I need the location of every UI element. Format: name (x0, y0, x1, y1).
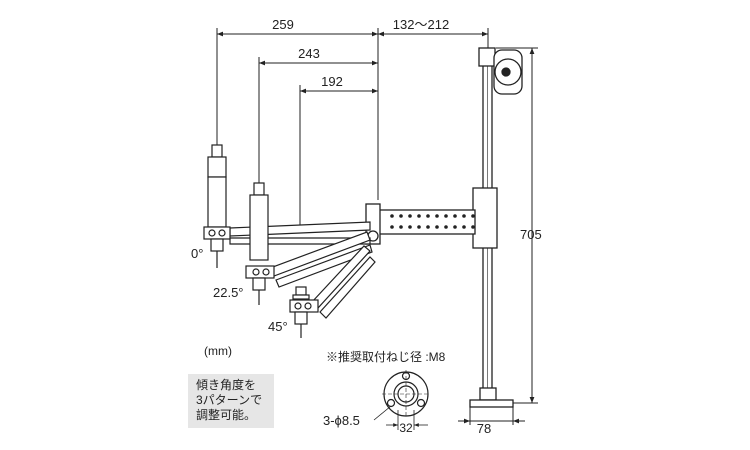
arm-hole (417, 214, 421, 218)
angle-45-label: 45° (268, 319, 288, 334)
arm-hole (399, 225, 403, 229)
arm-hole (408, 225, 412, 229)
unit-label: (mm) (204, 344, 232, 358)
arm-hole (453, 225, 457, 229)
note-line-3: 調整可能。 (196, 408, 257, 422)
note-line-1: 傾き角度を (196, 378, 257, 392)
angle-22-5-label: 22.5° (213, 285, 244, 300)
arm-hole (471, 225, 475, 229)
arm-hole (426, 214, 430, 218)
arm-hole (444, 214, 448, 218)
dim-height: 705 (520, 227, 542, 242)
arm-hole (453, 214, 457, 218)
arm-hole (399, 214, 403, 218)
arm-holes (390, 214, 475, 229)
dim-hole-pitch: 32 (399, 421, 413, 435)
dim-base-width: 78 (477, 421, 491, 436)
tool-holder-0 (203, 144, 231, 268)
base-plate (469, 399, 514, 408)
tool-holder-45 (289, 286, 319, 338)
arm-hole (462, 225, 466, 229)
arm-hole (408, 214, 412, 218)
dim-slide-range: 132～212 (393, 17, 449, 32)
dim-reach-22-5: 243 (298, 46, 320, 61)
arm-hole (390, 214, 394, 218)
angle-0-label: 0° (191, 246, 203, 261)
note-box: 傾き角度を 3パターンで 調整可能。 (188, 374, 274, 428)
note-line-2: 3パターンで (196, 393, 263, 407)
arm-hole (435, 225, 439, 229)
arm-hole (426, 225, 430, 229)
column-assembly (469, 47, 523, 408)
column-top-block (478, 47, 496, 67)
arm-hole (435, 214, 439, 218)
base-collar (479, 387, 497, 401)
dim-holes: 3-ϕ8.5 (323, 413, 360, 428)
arm-hole (444, 225, 448, 229)
dim-reach-0: 259 (272, 17, 294, 32)
horizontal-arm (365, 203, 476, 245)
dim-reach-45: 192 (321, 74, 343, 89)
arm-hole (462, 214, 466, 218)
arm-hole (417, 225, 421, 229)
recommended-screw-label: ※推奨取付ねじ径 :M8 (326, 350, 446, 364)
arm-hole (390, 225, 394, 229)
base-flange-detail (373, 370, 430, 430)
slider-block (472, 187, 498, 249)
arm-hole (471, 214, 475, 218)
tool-holder-22-5 (245, 182, 275, 305)
